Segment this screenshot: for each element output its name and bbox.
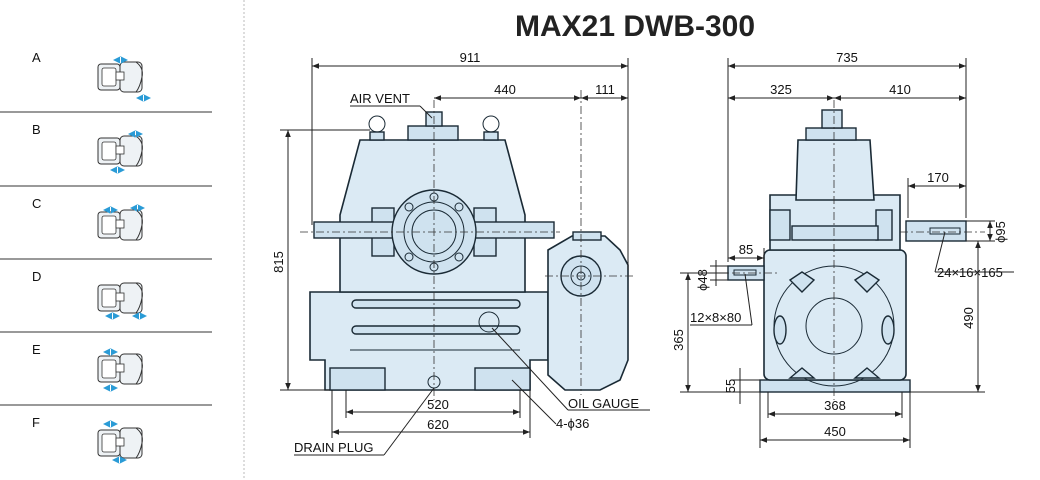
dim-front-overall-width: 911 [460, 50, 481, 65]
callout-holes: 4-ϕ36 [556, 416, 589, 431]
dim-side-overall-width: 735 [836, 50, 858, 65]
face-pocket [788, 271, 816, 293]
face-pocket [881, 315, 895, 345]
bolt-hole [404, 252, 414, 262]
bolt-hole [454, 252, 464, 262]
mounting-label-c: C [32, 196, 41, 211]
rotation-arrow-icon [110, 166, 125, 174]
rotation-arrow-icon [128, 130, 143, 138]
rib [351, 299, 521, 309]
drawing-title: MAX21 DWB-300 [515, 10, 755, 43]
dim-front-base-inner: 520 [427, 397, 449, 412]
dim-side-output-shaft-length: 170 [927, 170, 949, 185]
face-pocket [853, 367, 881, 379]
dim-side-input-shaft-length: 85 [739, 242, 753, 257]
rotation-arrow-icon [105, 312, 120, 320]
side-cap [791, 225, 879, 241]
dim-side-output-shaft-dia: ϕ95 [993, 221, 1008, 243]
leader-line [419, 105, 433, 119]
mounting-icon-e [97, 353, 143, 385]
lifting-eye-right [482, 115, 500, 133]
mounting-row-d: D [32, 269, 147, 320]
mounting-icon-a [97, 61, 143, 93]
mounting-label-d: D [32, 269, 41, 284]
top-flange [407, 125, 459, 141]
callout-drain-plug: DRAIN PLUG [294, 440, 373, 455]
rotation-arrow-icon [112, 456, 127, 464]
leader-line [934, 231, 946, 273]
dim-side-base-inner: 368 [824, 398, 846, 413]
eye-base [369, 131, 385, 141]
mounting-icon-f [97, 427, 143, 459]
mounting-row-a: A [32, 50, 151, 102]
dim-side-output-key: 24×16×165 [937, 265, 1003, 280]
output-shaft [905, 220, 967, 242]
rotation-arrow-icon [113, 56, 128, 64]
dim-side-input-shaft-dia: ϕ48 [695, 269, 710, 291]
bolt-hole [404, 202, 414, 212]
callout-air-vent: AIR VENT [350, 91, 410, 106]
face-pocket [853, 271, 881, 293]
base-foot-left [329, 367, 386, 391]
mounting-row-b: B [32, 122, 143, 174]
mounting-label-f: F [32, 415, 40, 430]
leader-line [511, 379, 557, 425]
dim-side-base-outer: 450 [824, 424, 846, 439]
dim-front-height: 815 [271, 251, 286, 273]
dim-front-shaft-extension: 111 [595, 82, 615, 97]
eye-base [483, 131, 499, 141]
rotation-arrow-icon [136, 94, 151, 102]
dim-side-height-to-output: 490 [961, 307, 976, 329]
oil-gauge-window [478, 311, 500, 333]
mounting-label-a: A [32, 50, 41, 65]
rotation-arrow-icon [103, 348, 118, 356]
side-air-vent [821, 109, 843, 129]
leader-line [491, 327, 569, 411]
bolt-hole [454, 202, 464, 212]
mounting-label-e: E [32, 342, 41, 357]
dim-front-base-outer: 620 [427, 417, 449, 432]
mounting-icon-c [97, 209, 143, 241]
dim-side-base-thickness: 55 [723, 379, 738, 393]
mounting-positions-panel: A B C D E [0, 0, 245, 480]
face-pocket [788, 367, 816, 379]
mounting-label-b: B [32, 122, 41, 137]
mounting-icon-b [97, 135, 143, 167]
leader-line [383, 387, 435, 456]
side-view: 735 325 410 170 ϕ95 24×16×165 85 ϕ48 12×… [671, 50, 1014, 448]
rotation-arrow-icon [132, 312, 147, 320]
mounting-icon-d [97, 282, 143, 314]
rotation-arrow-icon [103, 206, 118, 214]
side-upper-housing [795, 139, 875, 201]
callout-oil-gauge: OIL GAUGE [568, 396, 639, 411]
leader-line [744, 273, 753, 326]
dim-side-left-offset: 325 [770, 82, 792, 97]
front-view: 911 440 111 815 520 620 AIR VENT OIL GAU… [271, 50, 650, 456]
dim-front-center-offset: 440 [494, 82, 516, 97]
dim-side-right-offset: 410 [889, 82, 911, 97]
mounting-row-f: F [32, 415, 143, 464]
lifting-eye-left [368, 115, 386, 133]
side-top-flange [805, 127, 857, 141]
worm-cap [572, 231, 602, 241]
dim-side-input-key: 12×8×80 [690, 310, 741, 325]
face-pocket [773, 315, 787, 345]
rib [351, 325, 521, 335]
rotation-arrow-icon [103, 420, 118, 428]
side-boss [875, 209, 893, 241]
base-foot-right [474, 367, 531, 391]
rotation-arrow-icon [130, 204, 145, 212]
dim-side-height-to-input: 365 [671, 329, 686, 351]
side-boss [769, 209, 791, 241]
rotation-arrow-icon [103, 384, 118, 392]
mounting-row-c: C [32, 196, 145, 241]
mounting-row-e: E [32, 342, 143, 392]
